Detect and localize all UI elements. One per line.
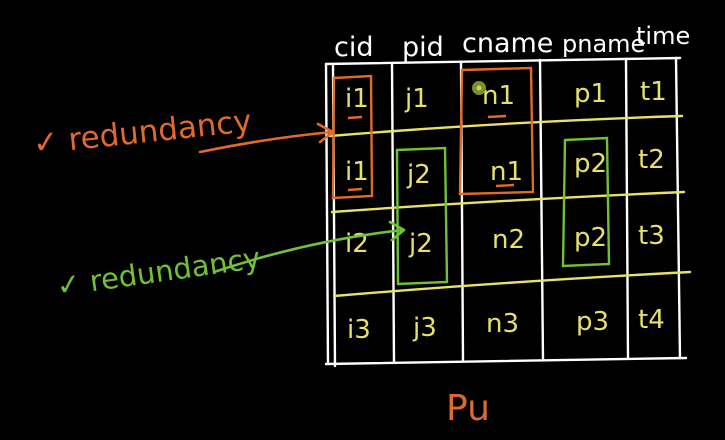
cell-r4-cid: i3	[347, 315, 371, 345]
cell-r2-pid: j2	[406, 160, 431, 190]
green-arrow	[212, 228, 405, 274]
green-annotation-label: ✓ redundancy	[54, 241, 262, 303]
green-box-pname	[561, 136, 611, 268]
orange-box-cid	[331, 74, 374, 200]
frame-right-line	[674, 56, 682, 360]
pointer-dot-center	[476, 85, 482, 91]
cell-r3-cid: i2	[345, 229, 369, 259]
green-box-pid	[395, 146, 449, 286]
frame-bottom-line	[324, 356, 688, 366]
table-caption: Pu	[446, 388, 490, 429]
cell-r1-cid: i1	[345, 84, 369, 114]
col-divider-4	[624, 58, 630, 360]
cell-r3-pname: p2	[574, 223, 607, 253]
cell-r3-pid: j2	[408, 229, 433, 259]
orange-annotation-label: ✓ redundancy	[31, 103, 253, 162]
orange-arrow	[198, 130, 334, 154]
orange-underline-r1-cid	[347, 115, 363, 120]
orange-underline-r1-cname	[487, 114, 507, 119]
cell-r2-cid: i1	[345, 157, 369, 187]
cell-r1-time: t1	[640, 77, 667, 107]
cell-r3-time: t3	[638, 221, 665, 251]
header-cname: cname	[462, 28, 553, 59]
green-arrow-head	[388, 220, 406, 242]
row-separators	[328, 114, 692, 298]
cell-r3-cname: n2	[492, 225, 525, 255]
cell-r2-cname: n1	[490, 157, 523, 187]
cell-r4-pname: p3	[576, 307, 609, 337]
green-highlights	[395, 136, 611, 286]
header-cid: cid	[334, 32, 374, 63]
orange-underline-r2-cid	[347, 187, 363, 192]
cell-r1-pname: p1	[574, 79, 607, 109]
header-time: time	[636, 22, 690, 50]
frame-top-line	[324, 56, 682, 66]
cell-r4-time: t4	[638, 305, 665, 335]
row-line-2	[330, 190, 686, 214]
col-divider-1	[390, 62, 396, 364]
cell-r2-time: t2	[638, 145, 665, 175]
header-pid: pid	[402, 32, 444, 63]
cell-r1-pid: j1	[404, 84, 429, 114]
cell-r4-cname: n3	[486, 309, 519, 339]
orange-annotation: ✓ redundancy	[31, 103, 335, 162]
table-header: cid pid cname pname time	[334, 22, 690, 63]
col-divider-3	[538, 58, 545, 362]
table-cells: i1 j1 n1 p1 t1 i1 j2 n1 p2 t2 i2 j2 n2 p…	[345, 77, 667, 345]
header-pname: pname	[562, 30, 645, 58]
cell-r4-pid: j3	[412, 313, 437, 343]
cell-r2-pname: p2	[574, 149, 607, 179]
orange-underline-r2-cname	[495, 183, 515, 188]
row-line-1	[328, 114, 684, 138]
row-line-3	[332, 270, 692, 298]
orange-highlights	[331, 66, 535, 200]
frame-left-line	[324, 62, 330, 366]
cell-r1-cname: n1	[482, 81, 515, 111]
orange-box-cname	[458, 66, 535, 196]
orange-arrow-head	[316, 122, 335, 144]
